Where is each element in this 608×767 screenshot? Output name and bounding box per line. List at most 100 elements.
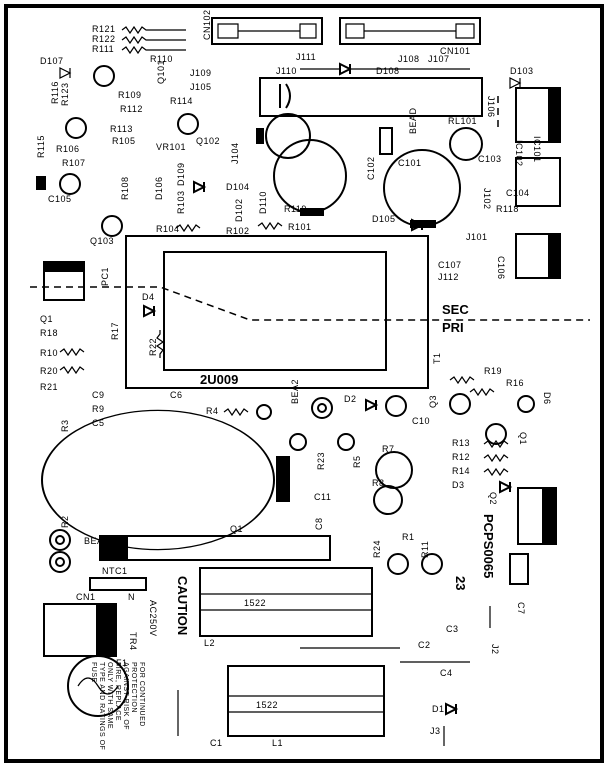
- label-d1: D1: [432, 704, 445, 714]
- label-c5: C5: [92, 418, 105, 428]
- label-r113: R113: [110, 124, 133, 134]
- label-r4: R4: [206, 406, 219, 416]
- label-r8: R8: [372, 478, 385, 488]
- label-r20: R20: [40, 366, 58, 376]
- capacitor-c105: [59, 173, 81, 195]
- label-r104: R104: [156, 224, 180, 234]
- relay-rl101: [449, 127, 483, 161]
- label-r5: R5: [352, 455, 362, 468]
- label-r105: R105: [112, 136, 136, 146]
- label-ic101: IC101: [532, 136, 542, 163]
- transistor-q103: [101, 215, 123, 237]
- label-d109: D109: [176, 162, 186, 186]
- transistor-q102: [177, 113, 199, 135]
- label-r119: R119: [284, 204, 307, 214]
- label-r17: R17: [110, 322, 120, 340]
- isolation-boundary: [30, 286, 590, 321]
- label-c4: C4: [440, 668, 453, 678]
- label-q1: Q1: [230, 524, 243, 534]
- label-j110: J110: [276, 66, 297, 76]
- fuse-f1: [67, 655, 129, 717]
- label-r16: R16: [506, 378, 524, 388]
- label-c1: C1: [210, 738, 223, 748]
- label-d104: D104: [226, 182, 250, 192]
- thermistor-ntc1: [89, 577, 147, 591]
- label-j102: J102: [482, 188, 492, 210]
- label-j104: J104: [230, 142, 240, 164]
- warning-line-2: AGAINST RISK OF: [122, 662, 129, 730]
- label-q3: Q3: [428, 395, 438, 408]
- label-c6: C6: [170, 390, 183, 400]
- label-j107: J107: [428, 54, 450, 64]
- label-j105: J105: [190, 82, 212, 92]
- transistor-q1: [485, 423, 507, 445]
- label-r102: R102: [226, 226, 250, 236]
- label-r101: R101: [288, 222, 312, 232]
- label-r114: R114: [170, 96, 193, 106]
- label-c8: C8: [314, 517, 324, 530]
- label-q101: Q101: [156, 60, 166, 84]
- label-j2: J2: [490, 644, 500, 655]
- capacitor-c5: [41, 409, 275, 551]
- label-c102: C102: [366, 156, 376, 180]
- label-d108: D108: [376, 66, 400, 76]
- label-d4: D4: [142, 292, 155, 302]
- label-r3: R3: [60, 419, 70, 432]
- label-vr101: VR101: [156, 142, 186, 152]
- label-cn1: CN1: [76, 592, 96, 602]
- label-r116: R116: [50, 81, 60, 104]
- label-d3: D3: [452, 480, 465, 490]
- label-d110: D110: [258, 191, 268, 214]
- label-transformer: 2U009: [200, 372, 238, 387]
- label-c11: C11: [314, 492, 331, 502]
- label-bea1: BEA1: [84, 536, 109, 546]
- label-l2: L2: [204, 638, 215, 648]
- label-l1: L1: [272, 738, 283, 748]
- transformer-t1: [125, 235, 429, 389]
- warning-line-5: TYPE AND RATINGS OF: [98, 662, 105, 750]
- label-l1-code: 1522: [256, 700, 278, 710]
- warning-line-0: FOR CONTINUED: [138, 662, 145, 727]
- label-r109: R109: [118, 90, 142, 100]
- bead-component: [379, 127, 393, 155]
- label-r2: R2: [60, 515, 70, 528]
- label-q1b: Q1: [518, 432, 528, 445]
- label-r118: R118: [496, 204, 519, 214]
- label-r115: R115: [36, 135, 46, 158]
- label-n: N: [128, 592, 135, 602]
- label-r13: R13: [452, 438, 470, 448]
- label-j112: J112: [438, 272, 459, 282]
- ic102-body: [515, 157, 561, 207]
- label-c9: C9: [92, 390, 105, 400]
- label-r122: R122: [92, 34, 116, 44]
- label-c106: C106: [496, 256, 506, 280]
- label-q102: Q102: [196, 136, 220, 146]
- label-c2: C2: [418, 640, 431, 650]
- label-rl101: RL101: [448, 116, 477, 126]
- label-r23: R23: [316, 452, 326, 470]
- label-c103: C103: [478, 154, 502, 164]
- label-r112: R112: [120, 104, 143, 114]
- label-q1b-top: Q1: [40, 314, 53, 324]
- label-r1: R1: [402, 532, 415, 542]
- label-c101: C101: [398, 158, 422, 168]
- label-pri: PRI: [442, 320, 464, 335]
- label-t1: T1: [432, 352, 442, 364]
- label-j111: J111: [296, 52, 316, 62]
- label-ntc1: NTC1: [102, 566, 128, 576]
- label-pc1: PC1: [100, 267, 110, 286]
- label-bea2: BEA2: [290, 379, 300, 404]
- label-r107: R107: [62, 158, 86, 168]
- label-j3: J3: [430, 726, 441, 736]
- label-r103: R103: [176, 190, 186, 214]
- label-r7: R7: [382, 444, 395, 454]
- label-r19: R19: [484, 366, 502, 376]
- label-bead: BEAD: [408, 107, 418, 134]
- label-r11: R11: [420, 541, 430, 558]
- label-f1: F1: [116, 658, 128, 668]
- label-r123: R123: [60, 82, 70, 106]
- label-r10: R10: [40, 348, 58, 358]
- label-r21: R21: [40, 382, 58, 392]
- bead-bea2: [311, 397, 333, 419]
